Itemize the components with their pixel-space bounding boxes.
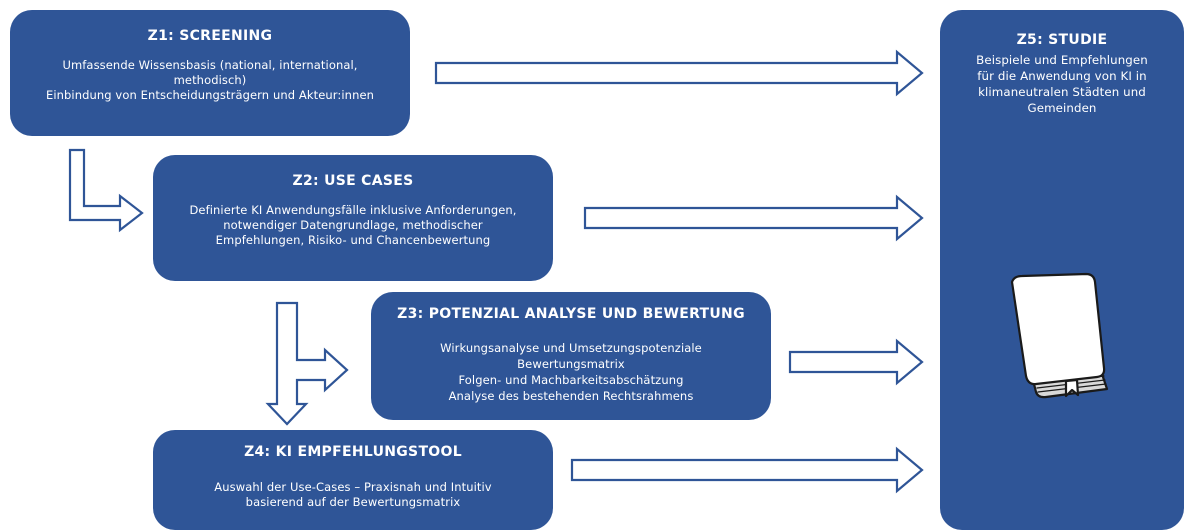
z4-title: Z4: KI EMPFEHLUNGSTOOL — [244, 444, 462, 460]
arrows-layer — [68, 49, 924, 494]
right-arrow-icon — [788, 338, 924, 386]
z3-line: Folgen- und Machbarkeitsabschätzung — [458, 373, 684, 387]
z5-line: klimaneutralen Städten und — [978, 85, 1146, 99]
bent-arrow-icon — [265, 301, 349, 426]
right-arrow-icon — [434, 49, 924, 97]
right-arrow-icon — [570, 446, 924, 494]
z5-line: für die Anwendung von KI in — [977, 69, 1147, 83]
z3-title: Z3: POTENZIAL ANALYSE UND BEWERTUNG — [397, 306, 745, 322]
z4-line: Auswahl der Use-Cases – Praxisnah und In… — [214, 480, 492, 494]
z1-line: methodisch) — [173, 73, 247, 87]
bent-arrow-icon — [68, 148, 144, 233]
z4-empfehlungstool-box: Z4: KI EMPFEHLUNGSTOOL Auswahl der Use-C… — [153, 430, 553, 530]
z3-line: Bewertungsmatrix — [517, 357, 625, 371]
z4-line: basierend auf der Bewertungsmatrix — [245, 495, 461, 509]
book-icon — [1010, 272, 1109, 399]
z5-title: Z5: STUDIE — [1016, 32, 1108, 48]
z1-screening-box: Z1: SCREENING Umfassende Wissensbasis (n… — [10, 10, 410, 136]
z5-line: Gemeinden — [1027, 101, 1097, 115]
z2-use-cases-box: Z2: USE CASES Definierte KI Anwendungsfä… — [153, 155, 553, 281]
right-arrow-icon — [583, 194, 924, 242]
z5-studie-box: Z5: STUDIE Beispiele und Empfehlungen fü… — [940, 10, 1184, 530]
z2-line: notwendiger Datengrundlage, methodischer — [223, 218, 483, 232]
z5-line: Beispiele und Empfehlungen — [976, 53, 1148, 67]
z1-line: Umfassende Wissensbasis (national, inter… — [62, 58, 358, 72]
z2-line: Definierte KI Anwendungsfälle inklusive … — [189, 203, 517, 217]
z1-title: Z1: SCREENING — [147, 28, 273, 44]
z3-potenzial-analyse-box: Z3: POTENZIAL ANALYSE UND BEWERTUNG Wirk… — [371, 292, 771, 420]
z3-line: Analyse des bestehenden Rechtsrahmens — [448, 389, 694, 403]
z2-line: Empfehlungen, Risiko- und Chancenbewertu… — [215, 233, 491, 247]
z3-line: Wirkungsanalyse und Umsetzungspotenziale — [440, 341, 702, 355]
z1-line: Einbindung von Entscheidungsträgern und … — [45, 88, 375, 102]
z2-title: Z2: USE CASES — [292, 173, 414, 189]
